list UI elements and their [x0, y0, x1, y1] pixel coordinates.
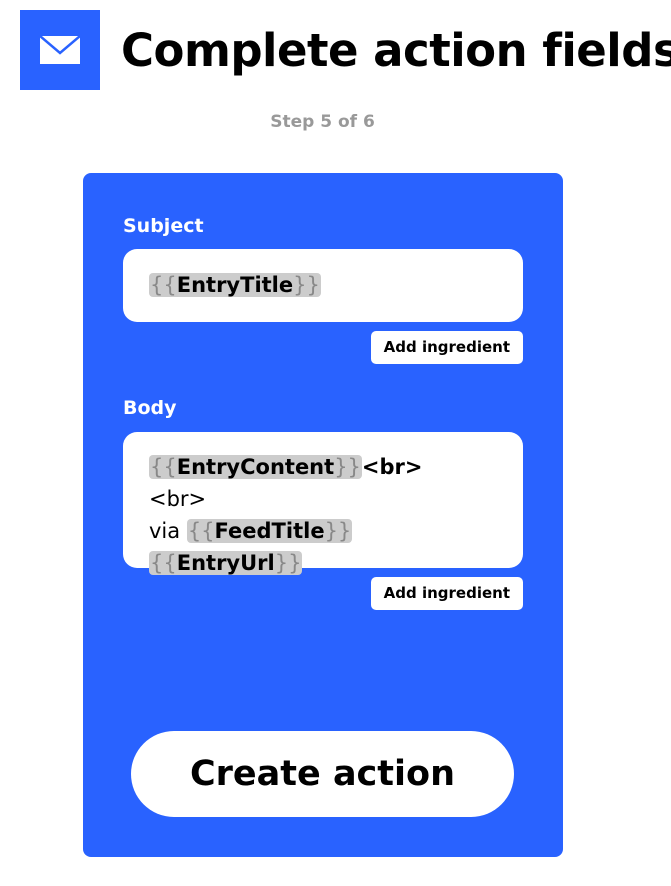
- body-add-ingredient-button[interactable]: Add ingredient: [370, 577, 523, 610]
- ingredient-token[interactable]: {{EntryUrl}}: [149, 551, 303, 575]
- ingredient-token[interactable]: {{EntryContent}}: [149, 455, 362, 479]
- ingredient-token[interactable]: {{FeedTitle}}: [186, 519, 353, 543]
- body-text: via: [149, 519, 187, 543]
- body-text: <br>: [149, 487, 207, 511]
- body-field[interactable]: {{EntryContent}}<br> <br> via {{FeedTitl…: [123, 432, 523, 575]
- body-text: <br>: [361, 455, 423, 479]
- body-label: Body: [123, 397, 177, 419]
- subject-field[interactable]: {{EntryTitle}}: [123, 249, 523, 322]
- service-logo: [20, 10, 100, 90]
- envelope-icon: [40, 36, 80, 64]
- step-indicator: Step 5 of 6: [270, 112, 375, 132]
- subject-add-ingredient-button[interactable]: Add ingredient: [370, 331, 523, 364]
- ingredient-token[interactable]: {{EntryTitle}}: [149, 273, 321, 297]
- subject-label: Subject: [123, 215, 204, 237]
- action-fields-card: Subject {{EntryTitle}} Add ingredient Bo…: [83, 173, 563, 857]
- page-title: Complete action fields: [121, 24, 671, 77]
- create-action-button[interactable]: Create action: [131, 731, 514, 817]
